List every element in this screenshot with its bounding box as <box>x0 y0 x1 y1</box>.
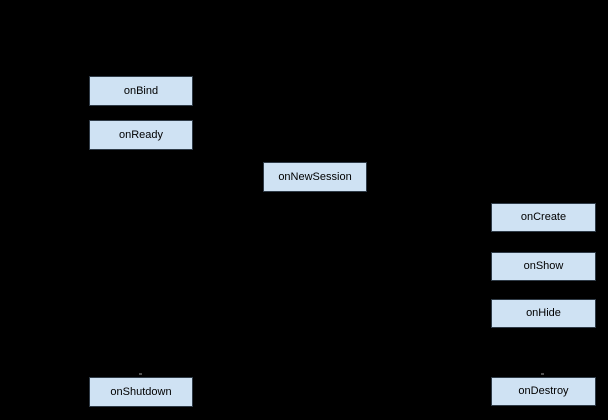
node-onnewsession: onNewSession <box>263 162 367 192</box>
node-ondestroy: onDestroy <box>491 377 596 406</box>
node-onshow: onShow <box>491 252 596 281</box>
node-onready: onReady <box>89 120 193 150</box>
node-onbind: onBind <box>89 76 193 106</box>
node-onhide: onHide <box>491 299 596 328</box>
node-onshutdown: onShutdown <box>89 377 193 407</box>
arrowhead-remnant-icon <box>139 373 142 375</box>
node-oncreate: onCreate <box>491 203 596 232</box>
arrowhead-remnant-icon <box>541 373 544 375</box>
